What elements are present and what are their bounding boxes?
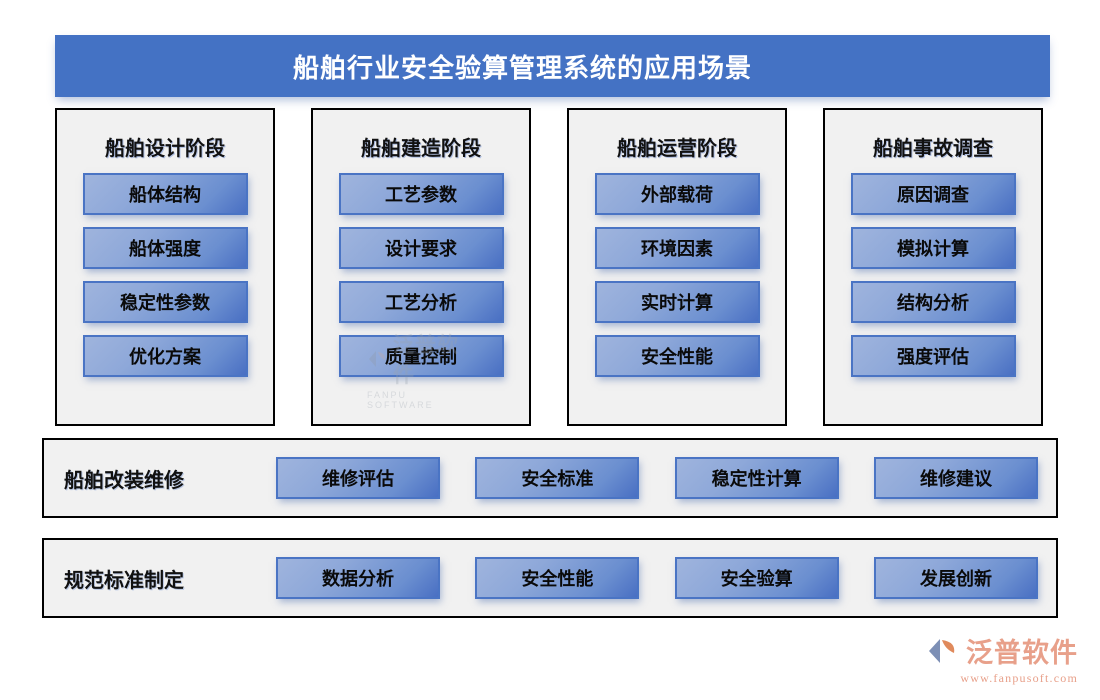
watermark-english-text: FANPU SOFTWARE bbox=[367, 390, 434, 410]
wide-item-chip[interactable]: 稳定性计算 bbox=[674, 457, 839, 499]
wide-panel-standard-formulation: 规范标准制定 数据分析 安全性能 安全验算 发展创新 bbox=[42, 538, 1058, 618]
stage-item-chip[interactable]: 外部载荷 bbox=[594, 173, 760, 215]
wide-item-chip[interactable]: 发展创新 bbox=[873, 557, 1038, 599]
stage-item-chip[interactable]: 工艺分析 bbox=[338, 281, 504, 323]
wide-item-chip[interactable]: 维修建议 bbox=[873, 457, 1038, 499]
stage-item-chip[interactable]: 模拟计算 bbox=[850, 227, 1016, 269]
wide-panel-item-list: 数据分析 安全性能 安全验算 发展创新 bbox=[276, 557, 1056, 599]
page-title-banner: 船舶行业安全验算管理系统的应用场景 bbox=[55, 35, 1050, 97]
stage-item-list: 原因调查 模拟计算 结构分析 强度评估 bbox=[825, 173, 1041, 377]
stage-columns-container: 船舶设计阶段 船体结构 船体强度 稳定性参数 优化方案 船舶建造阶段 工艺参数 … bbox=[55, 108, 1043, 426]
stage-item-chip[interactable]: 环境因素 bbox=[594, 227, 760, 269]
wide-item-chip[interactable]: 安全验算 bbox=[674, 557, 839, 599]
wide-panel-refit-maintenance: 船舶改装维修 维修评估 安全标准 稳定性计算 维修建议 bbox=[42, 438, 1058, 518]
stage-panel-title: 船舶运营阶段 bbox=[617, 138, 737, 160]
stage-item-chip[interactable]: 船体结构 bbox=[82, 173, 248, 215]
page-title: 船舶行业安全验算管理系统的应用场景 bbox=[292, 52, 752, 83]
corner-brand-name: 泛普软件 bbox=[966, 638, 1078, 668]
stage-item-chip[interactable]: 船体强度 bbox=[82, 227, 248, 269]
stage-panel-title: 船舶建造阶段 bbox=[361, 138, 481, 160]
stage-item-chip[interactable]: 工艺参数 bbox=[338, 173, 504, 215]
stage-item-list: 船体结构 船体强度 稳定性参数 优化方案 bbox=[57, 173, 273, 377]
stage-item-chip[interactable]: 稳定性参数 bbox=[82, 281, 248, 323]
stage-item-chip[interactable]: 设计要求 bbox=[338, 227, 504, 269]
stage-item-chip[interactable]: 实时计算 bbox=[594, 281, 760, 323]
wide-panel-label: 规范标准制定 bbox=[64, 569, 184, 592]
corner-brand-logo: 泛普软件 www.fanpusoft.com bbox=[926, 631, 1078, 686]
stage-panel-title: 船舶事故调查 bbox=[873, 138, 993, 160]
fanpu-logo-mark-icon bbox=[926, 636, 960, 666]
wide-item-chip[interactable]: 维修评估 bbox=[276, 457, 440, 499]
stage-item-list: 工艺参数 设计要求 工艺分析 质量控制 bbox=[313, 173, 529, 377]
wide-item-chip[interactable]: 数据分析 bbox=[276, 557, 440, 599]
stage-item-chip[interactable]: 安全性能 bbox=[594, 335, 760, 377]
corner-brand-url: www.fanpusoft.com bbox=[960, 671, 1078, 685]
stage-panel-construction: 船舶建造阶段 工艺参数 设计要求 工艺分析 质量控制 泛普软件 FANPU SO… bbox=[311, 108, 531, 426]
stage-item-chip[interactable]: 原因调查 bbox=[850, 173, 1016, 215]
stage-item-chip[interactable]: 优化方案 bbox=[82, 335, 248, 377]
wide-item-chip[interactable]: 安全性能 bbox=[475, 557, 640, 599]
stage-panel-operation: 船舶运营阶段 外部载荷 环境因素 实时计算 安全性能 bbox=[567, 108, 787, 426]
stage-panel-accident-investigation: 船舶事故调查 原因调查 模拟计算 结构分析 强度评估 bbox=[823, 108, 1043, 426]
stage-item-list: 外部载荷 环境因素 实时计算 安全性能 bbox=[569, 173, 785, 377]
wide-panel-item-list: 维修评估 安全标准 稳定性计算 维修建议 bbox=[276, 457, 1056, 499]
stage-panel-title: 船舶设计阶段 bbox=[105, 138, 225, 160]
wide-item-chip[interactable]: 安全标准 bbox=[475, 457, 640, 499]
corner-brand-top-line: 泛普软件 bbox=[926, 631, 1078, 670]
stage-item-chip[interactable]: 质量控制 bbox=[338, 335, 504, 377]
stage-panel-design: 船舶设计阶段 船体结构 船体强度 稳定性参数 优化方案 bbox=[55, 108, 275, 426]
stage-item-chip[interactable]: 强度评估 bbox=[850, 335, 1016, 377]
stage-item-chip[interactable]: 结构分析 bbox=[850, 281, 1016, 323]
wide-panel-label: 船舶改装维修 bbox=[64, 469, 184, 492]
